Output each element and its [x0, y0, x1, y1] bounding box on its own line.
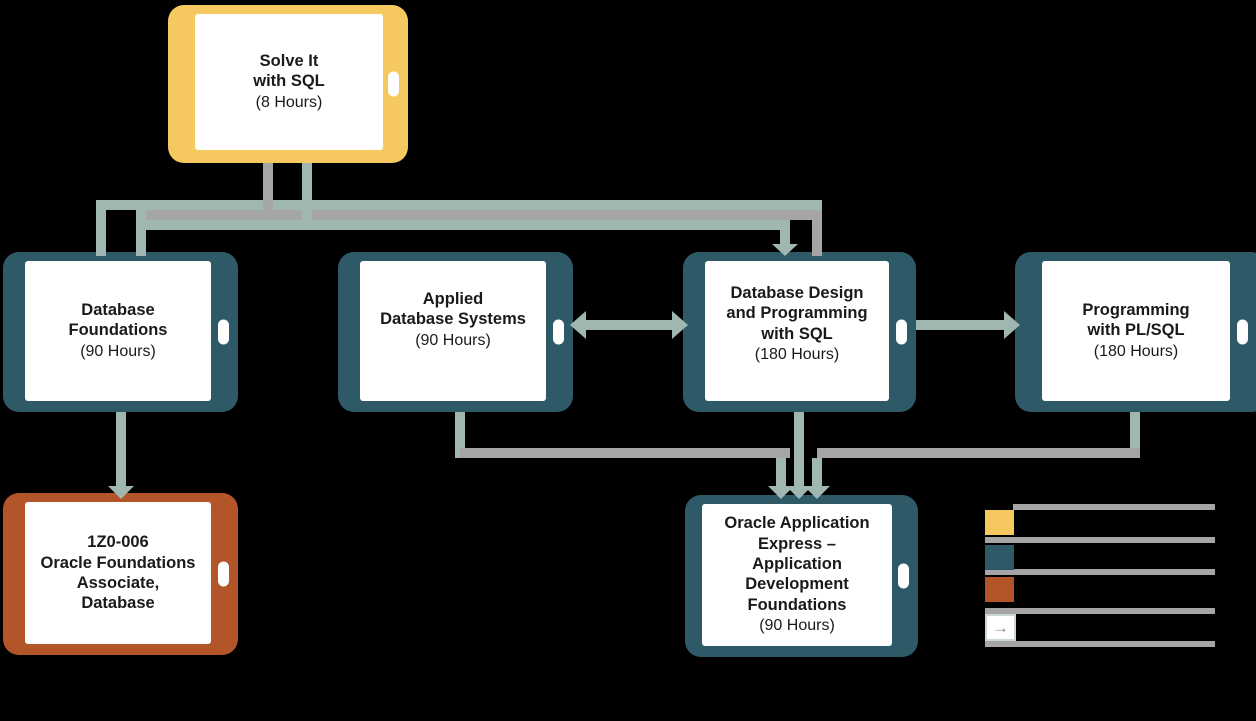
connector-solveit-branch [96, 163, 822, 256]
legend-arrow-swatch: → [985, 614, 1016, 641]
course-title: Applied Database Systems [380, 290, 526, 329]
home-button-icon [1237, 319, 1248, 345]
connector-applieddb-to-apex [455, 412, 794, 499]
cert-node-1z0-006: 1Z0-006 Oracle Foundations Associate, Da… [3, 493, 238, 655]
course-hours: (90 Hours) [80, 342, 156, 360]
legend-divider [985, 537, 1215, 543]
course-title: Database Foundations [68, 300, 168, 340]
home-button-icon [218, 319, 229, 345]
connector-dbdesign-to-apex [786, 412, 812, 499]
course-node-applied-database-systems: Applied Database Systems (90 Hours) [338, 252, 573, 412]
home-button-icon [218, 561, 229, 587]
legend-divider [985, 608, 1215, 614]
home-button-icon [898, 563, 909, 589]
home-button-icon [553, 319, 564, 345]
course-hours: (180 Hours) [754, 346, 840, 364]
course-node-database-design-and-programming: Database Design and Programming with SQL… [683, 252, 916, 412]
right-arrow-icon: → [992, 618, 1009, 637]
course-title: Oracle Application Express – Application… [724, 514, 870, 614]
course-node-solve-it-with-sql: Solve It with SQL (8 Hours) [168, 5, 408, 163]
course-screen: Oracle Application Express – Application… [702, 504, 892, 646]
legend-teal-swatch [985, 545, 1014, 570]
course-title: Database Design and Programming with SQL [726, 284, 868, 343]
connector-dbfoundations-to-1z0 [108, 412, 134, 499]
course-title: Programming with PL/SQL [1082, 300, 1190, 340]
course-hours: (8 Hours) [255, 93, 323, 111]
course-screen: Programming with PL/SQL (180 Hours) [1042, 261, 1230, 401]
connector-dbdesign-to-plsql [916, 311, 1020, 339]
course-hours: (180 Hours) [1093, 342, 1179, 360]
legend-divider [985, 569, 1215, 575]
course-title: Solve It with SQL [253, 51, 325, 91]
legend-rust-swatch [985, 577, 1014, 602]
course-screen: Database Design and Programming with SQL… [705, 261, 889, 401]
home-button-icon [896, 319, 907, 345]
course-node-database-foundations: Database Foundations (90 Hours) [3, 252, 238, 412]
course-screen: Database Foundations (90 Hours) [25, 261, 211, 401]
course-hours: (90 Hours) [759, 617, 835, 635]
connector-applieddb-dbdesign-double-arrow [570, 311, 688, 339]
course-node-programming-with-plsql: Programming with PL/SQL (180 Hours) [1015, 252, 1256, 412]
cert-title: 1Z0-006 Oracle Foundations Associate, Da… [40, 533, 196, 613]
home-button-icon [388, 71, 399, 97]
legend-yellow-swatch [985, 510, 1014, 535]
course-hours: (90 Hours) [415, 331, 491, 349]
connector-plsql-to-apex [804, 412, 1140, 499]
course-screen: Solve It with SQL (8 Hours) [195, 14, 383, 150]
course-node-oracle-apex: Oracle Application Express – Application… [685, 495, 918, 657]
course-screen: Applied Database Systems (90 Hours) [360, 261, 546, 401]
cert-screen: 1Z0-006 Oracle Foundations Associate, Da… [25, 502, 211, 644]
legend-divider [1013, 504, 1215, 510]
legend-divider [985, 641, 1215, 647]
